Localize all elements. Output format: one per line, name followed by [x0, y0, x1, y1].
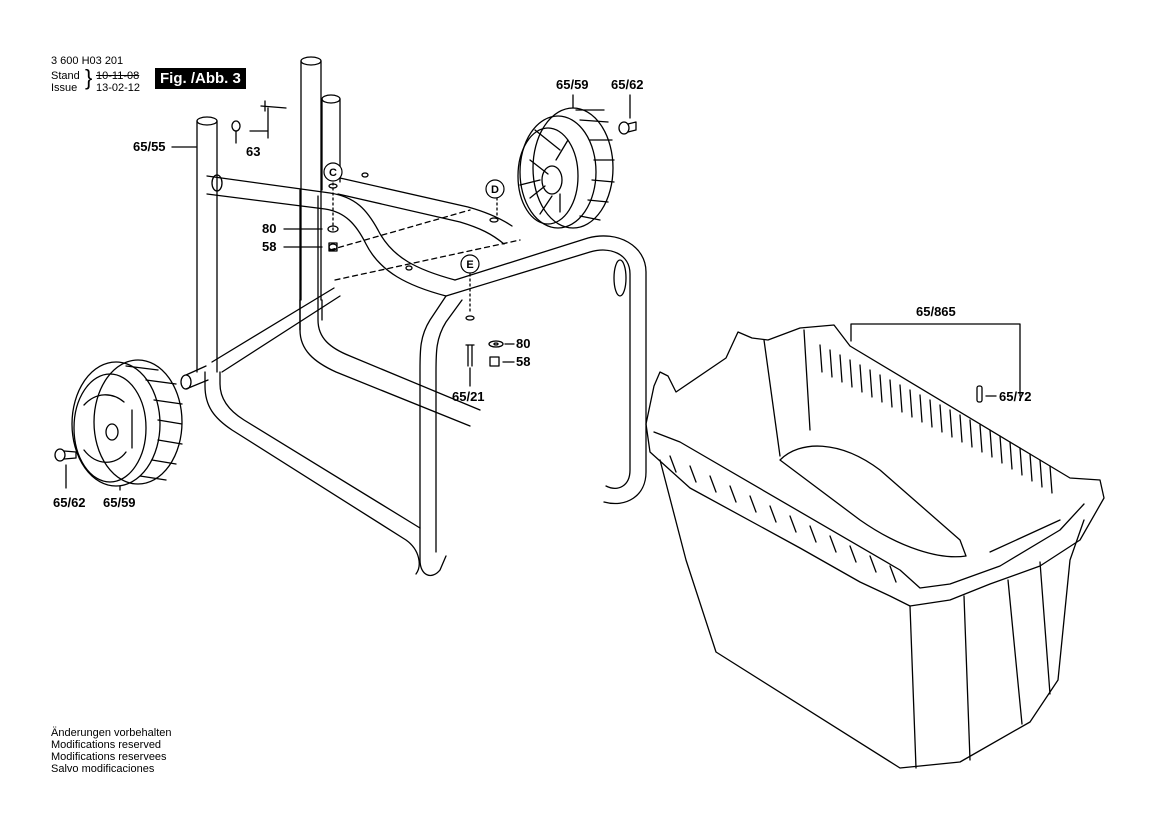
label-65-55: 65/55	[133, 139, 166, 154]
label-65-62-top: 65/62	[611, 77, 644, 92]
callout-d-text: D	[491, 184, 499, 196]
callout-c	[323, 162, 343, 182]
callout-e	[460, 254, 480, 274]
wheel-top	[517, 107, 615, 229]
label-65-72: 65/72	[999, 389, 1032, 404]
collection-box	[645, 324, 1105, 769]
label-63: 63	[246, 144, 261, 159]
label-58-b: 58	[516, 354, 531, 369]
label-80-a: 80	[262, 221, 277, 236]
stand-date: 10-11-08	[96, 70, 140, 82]
cart-frame	[180, 56, 647, 577]
note-en: Modifications reserved	[51, 739, 162, 751]
figure-badge: Fig. /Abb. 3	[155, 68, 246, 89]
callout-e-text: E	[466, 259, 473, 271]
label-65-865: 65/865	[916, 304, 956, 319]
label-65-21: 65/21	[452, 389, 485, 404]
label-65-62-bottom: 65/62	[53, 495, 86, 510]
issue-label: Issue	[51, 82, 78, 94]
issue-date: 13-02-12	[96, 82, 141, 94]
wheel-bottom	[71, 359, 183, 487]
label-65-59-top: 65/59	[556, 77, 589, 92]
part-number: 3 600 H03 201	[51, 55, 124, 67]
note-fr: Modifications reservees	[51, 751, 167, 763]
label-80-b: 80	[516, 336, 531, 351]
label-65-59-bottom: 65/59	[103, 495, 136, 510]
label-58-a: 58	[262, 239, 277, 254]
note-es: Salvo modificaciones	[51, 763, 155, 775]
callout-d	[485, 179, 505, 199]
screw-63-group	[231, 100, 287, 144]
note-de: Änderungen vorbehalten	[51, 727, 172, 739]
callout-c-text: C	[329, 167, 337, 179]
brace-icon: }	[85, 65, 93, 90]
stand-label: Stand	[51, 70, 80, 82]
